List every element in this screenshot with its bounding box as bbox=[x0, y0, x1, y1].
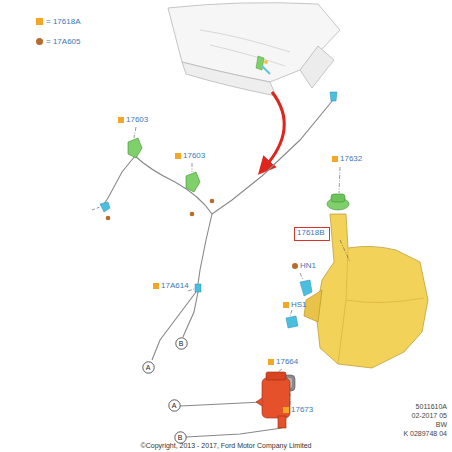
hose-end-circle: A bbox=[142, 361, 155, 374]
callout-square bbox=[118, 117, 338, 413]
hood-outline bbox=[168, 3, 340, 96]
callout-number: 17632 bbox=[340, 155, 362, 163]
washer-hose bbox=[104, 100, 333, 437]
washer-pump bbox=[256, 372, 290, 428]
callout-dot bbox=[292, 263, 298, 269]
clip-wire bbox=[92, 207, 100, 210]
hose-end-circle: B bbox=[175, 337, 188, 350]
legend-swatch bbox=[36, 18, 43, 25]
legend-text: = 17A605 bbox=[46, 38, 80, 46]
washer-nozzle bbox=[128, 138, 200, 192]
callout-number: 17603 bbox=[126, 116, 148, 124]
hood-nozzle bbox=[256, 56, 270, 74]
callout-number: 17603 bbox=[183, 152, 205, 160]
hose-connector bbox=[100, 92, 337, 292]
node-text: A bbox=[172, 402, 177, 409]
pointer-arrow bbox=[264, 92, 284, 168]
node-text: B bbox=[178, 434, 183, 441]
node-text: A bbox=[146, 364, 151, 371]
drawing-code: BW bbox=[436, 421, 447, 428]
drawing-code: 02-2017 05 bbox=[412, 412, 447, 419]
callout-box: 17618B bbox=[294, 227, 330, 241]
callout-number: 17664 bbox=[276, 358, 298, 366]
callout-number: 17673 bbox=[291, 406, 313, 414]
callout-number: 17A614 bbox=[161, 282, 189, 290]
drawing-code: 5011610A bbox=[416, 403, 447, 410]
copyright-note: ©Copyright, 2013 - 2017, Ford Motor Comp… bbox=[141, 442, 312, 449]
legend-text: = 17618A bbox=[46, 18, 80, 26]
leader-line bbox=[134, 127, 350, 405]
filler-cap bbox=[327, 194, 349, 210]
sensor-part bbox=[286, 280, 312, 328]
hose-end-circle: A bbox=[168, 399, 181, 412]
callout-number: HN1 bbox=[300, 262, 316, 270]
hose-clip bbox=[106, 199, 215, 221]
node-text: B bbox=[179, 340, 184, 347]
legend-swatch bbox=[36, 38, 43, 45]
callout-number: HS1 bbox=[291, 301, 307, 309]
drawing-code: K 0289748 04 bbox=[403, 430, 447, 437]
node-text: 17618B bbox=[297, 229, 327, 237]
hose-end-circle: B bbox=[174, 431, 187, 444]
